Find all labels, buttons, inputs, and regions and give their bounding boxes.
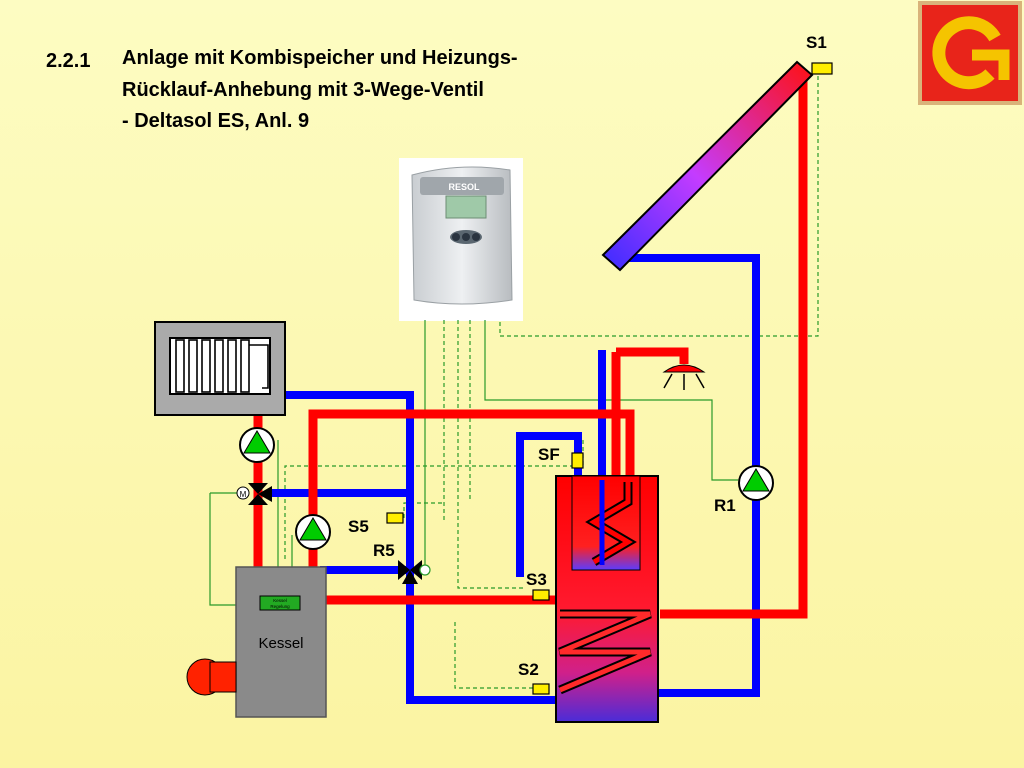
cold-pipes (262, 254, 760, 704)
solar-pump-r1 (738, 465, 774, 501)
shower-head (662, 364, 706, 390)
heating-circuit-pump (239, 427, 275, 463)
label-r1: R1 (714, 496, 736, 515)
company-logo (918, 1, 1022, 105)
svg-text:Regelung: Regelung (270, 604, 290, 609)
boiler: Kessel Kessel Regelung (186, 566, 327, 718)
label-s2: S2 (518, 660, 539, 679)
sensor-s2 (532, 683, 550, 695)
label-sf: SF (538, 445, 560, 464)
svg-text:Kessel: Kessel (273, 598, 287, 603)
controller-brand: RESOL (448, 182, 480, 192)
mixing-valve: M (236, 483, 272, 505)
solar-collector (601, 60, 814, 272)
boiler-control-box (259, 595, 301, 611)
radiator (154, 321, 286, 416)
sensor-s1 (811, 62, 833, 75)
combi-storage-tank (555, 475, 659, 723)
label-s3: S3 (526, 570, 547, 589)
sensor-s3 (532, 589, 550, 601)
three-way-valve-r5 (398, 560, 431, 584)
title-line-3: - Deltasol ES, Anl. 9 (122, 110, 310, 132)
label-s5: S5 (348, 517, 369, 536)
section-number: 2.2.1 (46, 50, 91, 72)
label-r5: R5 (373, 541, 395, 560)
solar-controller: RESOL (399, 158, 523, 321)
valve-motor-label: M (240, 490, 247, 499)
boiler-pump (295, 514, 331, 550)
title-line-1: Anlage mit Kombispeicher und Heizungs- (122, 47, 518, 69)
title-line-2: Rücklauf-Anhebung mit 3-Wege-Ventil (122, 79, 484, 101)
sensor-sf (571, 452, 584, 469)
label-s1: S1 (806, 33, 827, 52)
sensor-s5 (386, 512, 404, 524)
boiler-label: Kessel (258, 635, 303, 652)
